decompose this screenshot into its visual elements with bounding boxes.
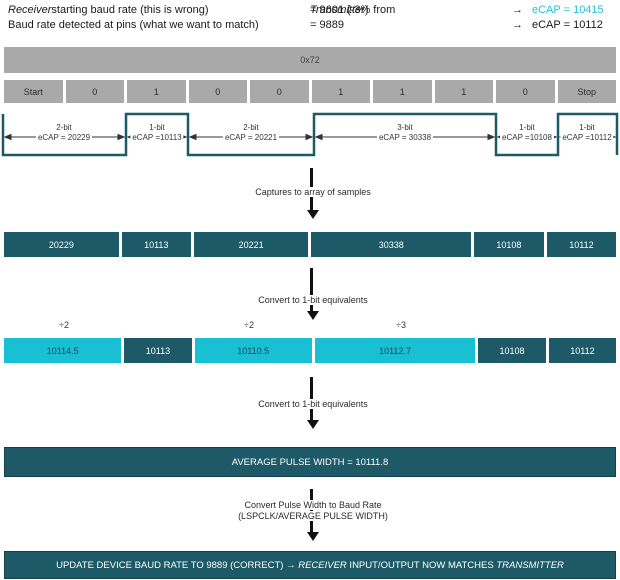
flow-step-label: Convert Pulse Width to Baud Rate (LSPCLK… <box>3 500 620 522</box>
sample-cell: 30338 <box>311 232 471 257</box>
divide-by-2-label: ÷2 <box>244 320 254 330</box>
flow-step-label: Captures to array of samples <box>3 187 620 198</box>
bit-cell: 0 <box>250 80 309 103</box>
header-row-receiver: Receiver starting baud rate (this is wro… <box>0 4 620 19</box>
converted-cell: 10114.5 <box>4 338 122 363</box>
bit-cell: 1 <box>373 80 432 103</box>
bit-cell: 0 <box>496 80 555 103</box>
detected-baud-label: Baud rate detected at pins (what we want… <box>8 19 259 31</box>
sample-cell: 10113 <box>121 232 191 257</box>
divide-by-3-label: ÷3 <box>396 320 406 330</box>
converted-cell: 10113 <box>124 338 192 363</box>
average-pulse-width-label: AVERAGE PULSE WIDTH = 10111.8 <box>231 456 389 468</box>
bit-cell: 1 <box>127 80 186 103</box>
sample-cell: 20221 <box>193 232 309 257</box>
down-arrowhead-icon <box>307 311 319 320</box>
flow-step-label: Convert to 1-bit equivalents <box>3 399 620 410</box>
bit-cell-start: Start <box>4 80 63 103</box>
converted-cell: 10110.5 <box>194 338 312 363</box>
down-arrowhead-icon <box>307 210 319 219</box>
down-arrowhead-icon <box>307 532 319 541</box>
waveform-trace <box>1 112 619 157</box>
down-arrow-icon <box>310 377 313 420</box>
right-arrow-icon: → <box>512 4 523 16</box>
byte-value-label: 0x72 <box>300 55 320 65</box>
final-result-bar: UPDATE DEVICE BAUD RATE TO 9889 (CORRECT… <box>4 551 616 579</box>
sample-cell: 10108 <box>473 232 544 257</box>
bit-cell: 1 <box>311 80 370 103</box>
receiver-ecap-value: eCAP = 10415 <box>532 4 604 16</box>
byte-value-bar: 0x72 <box>4 47 616 73</box>
sample-cell: 20229 <box>4 232 119 257</box>
flow-step-label: Convert to 1-bit equivalents <box>3 295 620 306</box>
converted-values-row: 10114.5 10113 10110.5 10112.7 10108 1011… <box>4 338 617 363</box>
down-arrowhead-icon <box>307 420 319 429</box>
receiver-baud-value: = 9601 (-3% from Transmitter) <box>310 4 396 16</box>
final-result-label: UPDATE DEVICE BAUD RATE TO 9889 (CORRECT… <box>56 559 564 571</box>
samples-array-row: 20229 10113 20221 30338 10108 10112 <box>4 232 616 257</box>
down-arrow-icon <box>310 268 313 311</box>
uart-bits-row: Start 0 1 0 0 1 1 1 0 Stop <box>4 80 616 103</box>
bit-cell: 1 <box>434 80 493 103</box>
down-arrow-icon <box>310 489 313 532</box>
divide-by-2-label: ÷2 <box>59 320 69 330</box>
bit-cell-stop: Stop <box>557 80 616 103</box>
converted-cell: 10108 <box>478 338 546 363</box>
detected-ecap-value: eCAP = 10112 <box>532 19 603 31</box>
right-arrow-icon: → <box>512 19 523 31</box>
sample-cell: 10112 <box>546 232 616 257</box>
header-row-detected: Baud rate detected at pins (what we want… <box>0 19 620 34</box>
detected-baud-value: = 9889 <box>310 19 344 31</box>
converted-cell: 10112 <box>548 338 617 363</box>
receiver-baud-label: Receiver starting baud rate (this is wro… <box>8 4 209 16</box>
bit-cell: 0 <box>65 80 124 103</box>
converted-cell: 10112.7 <box>314 338 476 363</box>
average-pulse-width-bar: AVERAGE PULSE WIDTH = 10111.8 <box>4 447 616 477</box>
bit-cell: 0 <box>188 80 247 103</box>
